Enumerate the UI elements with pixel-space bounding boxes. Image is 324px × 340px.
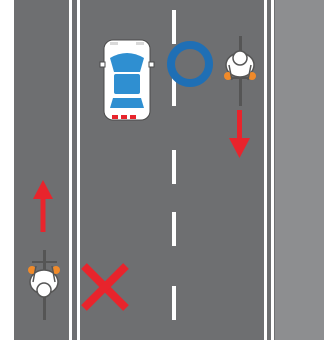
right-shoulder (275, 0, 324, 340)
car-top-view-icon (100, 40, 154, 120)
